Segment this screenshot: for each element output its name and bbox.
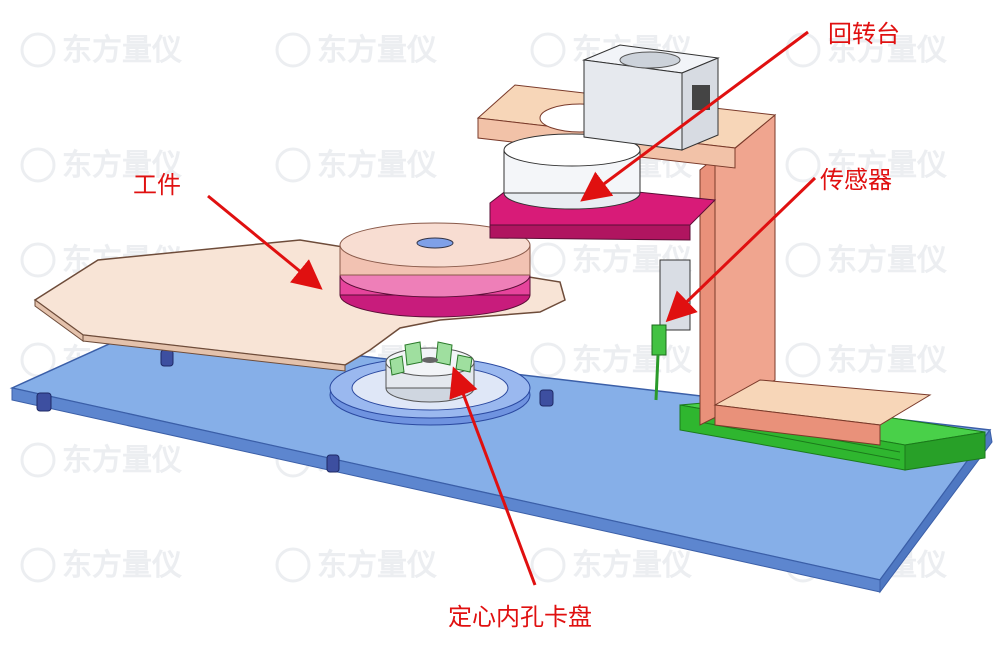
watermark-text: 东方量仪 bbox=[827, 148, 947, 183]
label-centering-chuck: 定心内孔卡盘 bbox=[448, 603, 592, 631]
sensor-arrow bbox=[665, 176, 817, 323]
watermark-logo-icon bbox=[785, 32, 821, 68]
watermark-logo-icon bbox=[530, 342, 566, 378]
watermark-text: 东方量仪 bbox=[62, 148, 182, 183]
rotary-table bbox=[489, 44, 720, 241]
label-workpiece: 工件 bbox=[133, 171, 181, 199]
label-rotary-table: 回转台 bbox=[828, 20, 900, 48]
watermark-text: 东方量仪 bbox=[317, 33, 437, 68]
watermark-text: 东方量仪 bbox=[827, 343, 947, 378]
watermark-logo-icon bbox=[530, 547, 566, 583]
workpiece-arrow bbox=[207, 194, 323, 290]
watermark-text: 东方量仪 bbox=[62, 443, 182, 478]
base-bolts bbox=[36, 349, 554, 473]
watermark-text: 东方量仪 bbox=[317, 148, 437, 183]
watermark-logo-icon bbox=[275, 32, 311, 68]
chuck-arrow bbox=[449, 366, 537, 586]
watermark-logo-icon bbox=[20, 147, 56, 183]
rotary-table-arrow bbox=[580, 30, 809, 202]
watermark-logo-icon bbox=[275, 547, 311, 583]
sensor bbox=[651, 259, 691, 401]
annotation-arrows bbox=[207, 30, 817, 586]
watermark-logo-icon bbox=[275, 147, 311, 183]
watermark-text: 东方量仪 bbox=[572, 343, 692, 378]
watermark-logo-icon bbox=[785, 242, 821, 278]
watermark-logo-icon bbox=[20, 442, 56, 478]
watermark-text: 东方量仪 bbox=[572, 548, 692, 583]
watermark-text: 东方量仪 bbox=[62, 548, 182, 583]
label-sensor: 传感器 bbox=[820, 166, 892, 194]
watermark-logo-icon bbox=[20, 242, 56, 278]
watermark-logo-icon bbox=[530, 242, 566, 278]
watermark-text: 东方量仪 bbox=[827, 243, 947, 278]
watermark-text: 东方量仪 bbox=[62, 33, 182, 68]
base-plate bbox=[9, 329, 993, 594]
watermark-logo-icon bbox=[785, 147, 821, 183]
watermark-logo-icon bbox=[785, 342, 821, 378]
watermark-logo-icon bbox=[530, 32, 566, 68]
watermark-logo-icon bbox=[20, 32, 56, 68]
watermark-text: 东方量仪 bbox=[827, 33, 947, 68]
workpiece-disc bbox=[339, 222, 531, 318]
watermark-logo-icon bbox=[20, 547, 56, 583]
watermark-text: 东方量仪 bbox=[317, 548, 437, 583]
